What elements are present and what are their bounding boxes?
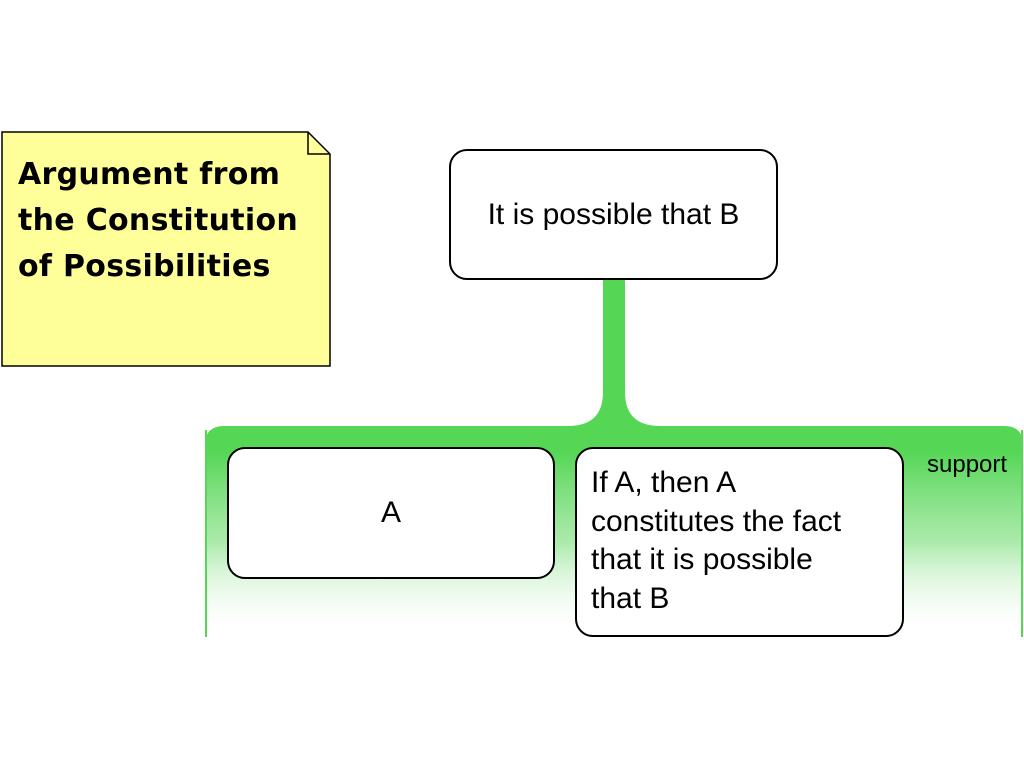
support-connector <box>568 278 660 426</box>
premise-conditional-line-2: constitutes the fact <box>591 504 842 538</box>
premise-a-text: A <box>380 496 401 529</box>
conclusion-claim-box[interactable]: It is possible that B <box>449 149 778 280</box>
premise-conditional-line-1: If A, then A <box>591 466 737 499</box>
support-label: support <box>927 451 1008 478</box>
note-folded-corner <box>307 132 330 155</box>
conclusion-claim-text: It is possible that B <box>487 197 740 231</box>
premise-claim-box-conditional[interactable]: If A, then A constitutes the fact that i… <box>575 447 904 637</box>
argument-title-note: Argument from the Constitution of Possib… <box>18 152 308 290</box>
premise-claim-box-a[interactable]: A <box>227 447 555 579</box>
premise-conditional-line-4: that B <box>591 581 670 615</box>
note-title-line-3: of Possibilities <box>18 249 271 284</box>
note-title-line-2: the Constitution <box>18 203 299 238</box>
note-title-line-1: Argument from <box>18 157 281 192</box>
premise-conditional-line-3: that it is possible <box>591 543 813 576</box>
note-shape <box>1 131 331 367</box>
